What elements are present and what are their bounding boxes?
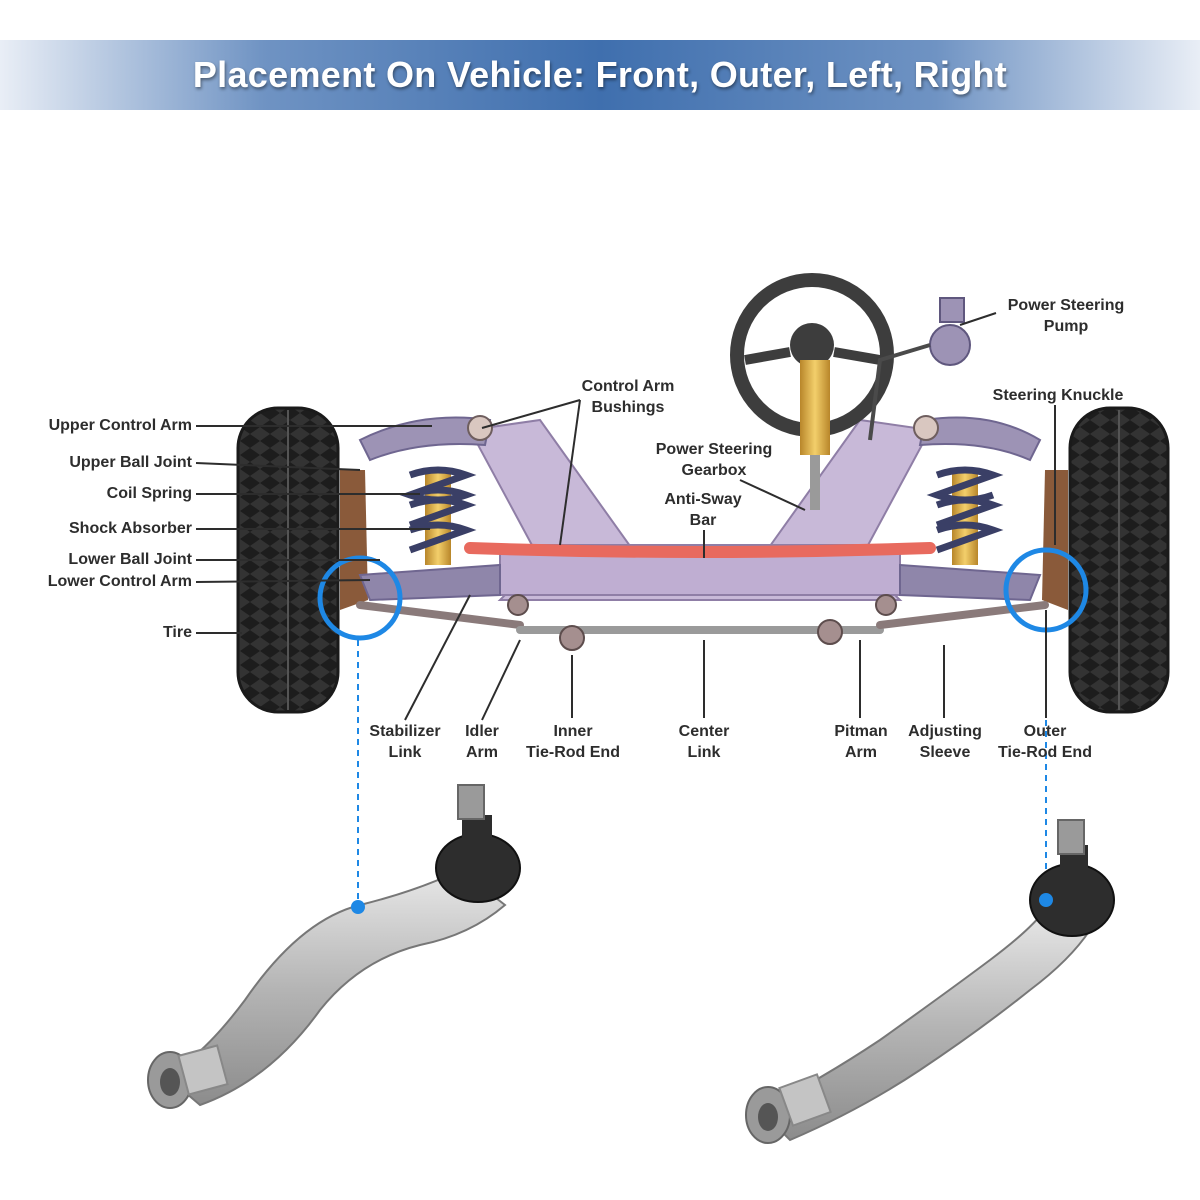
label-coil-spring: Coil Spring [106,485,192,502]
label-outer-tie-rod-end-line2: Tie-Rod End [998,744,1092,761]
left-steering-knuckle [340,470,368,610]
right-lower-control-arm [899,563,1042,602]
label-pitman-arm-line2: Arm [844,744,878,761]
label-adjusting-sleeve-line1: Adjusting [908,723,982,740]
label-anti-sway-bar-line2: Bar [689,512,717,529]
left-control-arm-bushing [467,415,493,441]
label-idler-arm-line1: Idler [465,723,499,740]
label-steering-knuckle: Steering Knuckle [992,387,1124,404]
label-center-link-line1: Center [678,723,730,740]
label-lower-control-arm: Lower Control Arm [47,573,192,590]
right-coil-spring [926,466,1004,565]
label-power-steering-gearbox-line1: Power Steering [655,441,773,458]
label-control-arm-bushings-line2: Bushings [591,399,665,416]
label-control-arm-bushings-line1: Control Arm [581,378,675,395]
label-inner-tie-rod-end-line1: Inner [553,723,593,740]
label-shock-absorber: Shock Absorber [69,520,192,537]
label-idler-arm-line2: Arm [465,744,499,761]
label-tire: Tire [162,624,192,641]
label-stabilizer-link-line2: Link [388,744,422,761]
left-tie-rod-end [147,784,521,1109]
label-adjusting-sleeve-line2: Sleeve [919,744,971,761]
label-power-steering-pump-line2: Pump [1043,318,1089,335]
label-power-steering-pump-line1: Power Steering [1007,297,1125,314]
right-control-arm-bushing [913,415,939,441]
anti-sway-bar [464,542,936,558]
label-stabilizer-link-line1: Stabilizer [369,723,441,740]
leader-lines [195,312,1056,721]
power-steering-pump [868,297,971,441]
label-upper-ball-joint: Upper Ball Joint [69,454,192,471]
label-outer-tie-rod-end-line1: Outer [1023,723,1067,740]
label-inner-tie-rod-end-line2: Tie-Rod End [526,744,620,761]
left-highlight-circle [317,555,403,641]
left-lower-control-arm [358,563,501,602]
right-tie-rod-end [745,819,1115,1144]
label-upper-control-arm: Upper Control Arm [48,417,192,434]
label-lower-ball-joint: Lower Ball Joint [68,551,192,568]
right-upper-control-arm [918,416,1042,462]
right-tire [1068,406,1170,714]
label-power-steering-gearbox-line2: Gearbox [681,462,747,479]
title-banner: Placement On Vehicle: Front, Outer, Left… [0,40,1200,110]
label-anti-sway-bar-line1: Anti-Sway [664,491,742,508]
steering-wheel [730,273,894,510]
left-coil-spring [399,466,477,565]
steering-linkage [356,594,1049,651]
label-pitman-arm-line1: Pitman [834,723,888,740]
label-center-link-line2: Link [687,744,721,761]
page-title: Placement On Vehicle: Front, Outer, Left… [192,54,1008,95]
